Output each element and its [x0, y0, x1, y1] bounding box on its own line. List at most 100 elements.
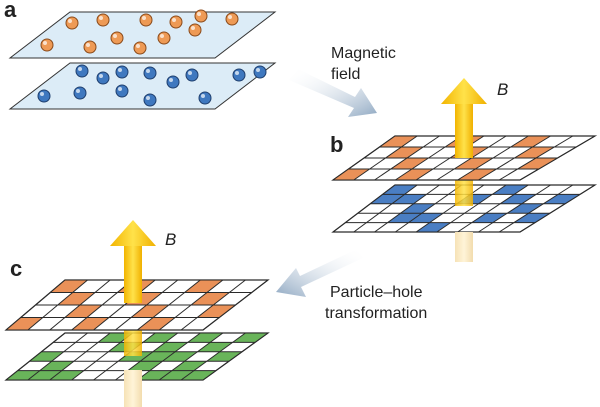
particle — [253, 65, 267, 79]
lattice-cell — [49, 370, 84, 380]
lattice-cell — [387, 213, 422, 223]
lattice-cell — [197, 305, 236, 318]
particle — [96, 71, 110, 85]
lattice-cell — [232, 333, 268, 343]
lattice-cell — [162, 351, 198, 362]
process-arrow-2 — [276, 249, 363, 297]
particle — [194, 9, 208, 23]
particle — [40, 38, 54, 52]
panel-a: a — [4, 0, 277, 110]
lattice-cell — [471, 213, 508, 223]
particle — [143, 66, 157, 80]
lattice-cell — [152, 342, 188, 352]
orange-particles — [40, 9, 239, 55]
lattice-cell — [57, 292, 96, 305]
magnetic-field-arrow: Magnetic field — [289, 45, 396, 117]
particle — [115, 84, 129, 98]
lattice-cell — [159, 370, 194, 380]
particle — [96, 13, 110, 27]
particle — [157, 31, 171, 45]
lattice-cell — [71, 317, 109, 330]
particle — [139, 13, 153, 27]
lattice-cell — [333, 169, 370, 180]
panel-a-label: a — [4, 0, 17, 22]
lattice-cell — [27, 370, 62, 380]
lattice-cell — [137, 370, 172, 380]
lattice-cell — [543, 194, 580, 204]
particle — [143, 93, 157, 107]
lattice-cell — [64, 305, 103, 318]
lattice-cell — [171, 361, 207, 371]
lattice-cell — [118, 351, 153, 362]
field-symbol-b: B — [497, 80, 508, 99]
lattice-cell — [187, 333, 223, 343]
particle — [185, 68, 199, 82]
lattice-cell — [385, 147, 424, 158]
lattice-cell — [382, 185, 418, 195]
lattice-cell — [391, 194, 427, 204]
magnetic-caption-line1: Magnetic — [331, 45, 396, 62]
lattice-cell — [127, 361, 163, 371]
lattice-cell — [131, 305, 169, 318]
lattice-cell — [507, 203, 544, 214]
lattice-cell — [457, 169, 497, 180]
particle-hole-arrow: Particle–hole transformation — [276, 249, 427, 322]
blue-particles — [37, 64, 267, 107]
particle — [169, 15, 183, 29]
particle — [37, 89, 51, 103]
lattice-cell — [206, 351, 242, 362]
transform-caption-line2: transformation — [325, 305, 427, 322]
particle — [225, 12, 239, 26]
lattice-cell — [39, 361, 74, 371]
particle — [133, 41, 147, 55]
particle — [232, 68, 246, 82]
lattice-blue — [331, 184, 598, 233]
lattice-cell — [500, 194, 537, 204]
lattice-cell — [137, 317, 176, 330]
lattice-cell — [454, 158, 493, 169]
lattice-cell — [6, 370, 40, 380]
process-arrow-1 — [289, 69, 377, 117]
transform-caption-line1: Particle–hole — [330, 284, 423, 301]
lattice-cell — [197, 342, 233, 352]
lattice-cell — [513, 213, 550, 223]
lattice-cell — [50, 280, 88, 293]
lattice-cell — [400, 203, 436, 214]
field-arrow-b — [441, 78, 487, 158]
panel-c-label: c — [10, 256, 22, 281]
lattice-cell — [184, 280, 223, 293]
lattice-cell — [390, 158, 429, 169]
particle — [75, 64, 89, 78]
particle — [110, 31, 124, 45]
lattice-cell — [510, 136, 551, 147]
lattice-cell — [408, 213, 444, 223]
lattice-cell — [514, 147, 555, 158]
particle — [73, 86, 87, 100]
magnetic-caption-line2: field — [331, 66, 360, 83]
lattice-cell — [517, 158, 558, 169]
lattice-cell — [6, 317, 43, 330]
field-symbol-c: B — [165, 230, 176, 249]
lattice-orange-c — [4, 279, 270, 331]
lattice-cell — [492, 185, 529, 195]
lattice-cell — [181, 370, 216, 380]
lattice-cell — [140, 351, 176, 362]
lattice-cell — [191, 292, 230, 305]
lattice-cell — [395, 169, 434, 180]
particle — [83, 40, 97, 54]
field-arrow-c — [110, 220, 156, 303]
lattice-cell — [29, 351, 64, 362]
panel-c: c B — [4, 220, 270, 407]
particle — [65, 16, 79, 30]
panel-b: b B — [330, 78, 598, 262]
panel-b-label: b — [330, 132, 343, 157]
lattice-cell — [416, 222, 451, 232]
lattice-cell — [370, 194, 405, 204]
particle — [198, 91, 212, 105]
lattice-cell — [142, 333, 178, 343]
particle — [166, 75, 180, 89]
particle — [188, 23, 202, 37]
particle — [115, 65, 129, 79]
